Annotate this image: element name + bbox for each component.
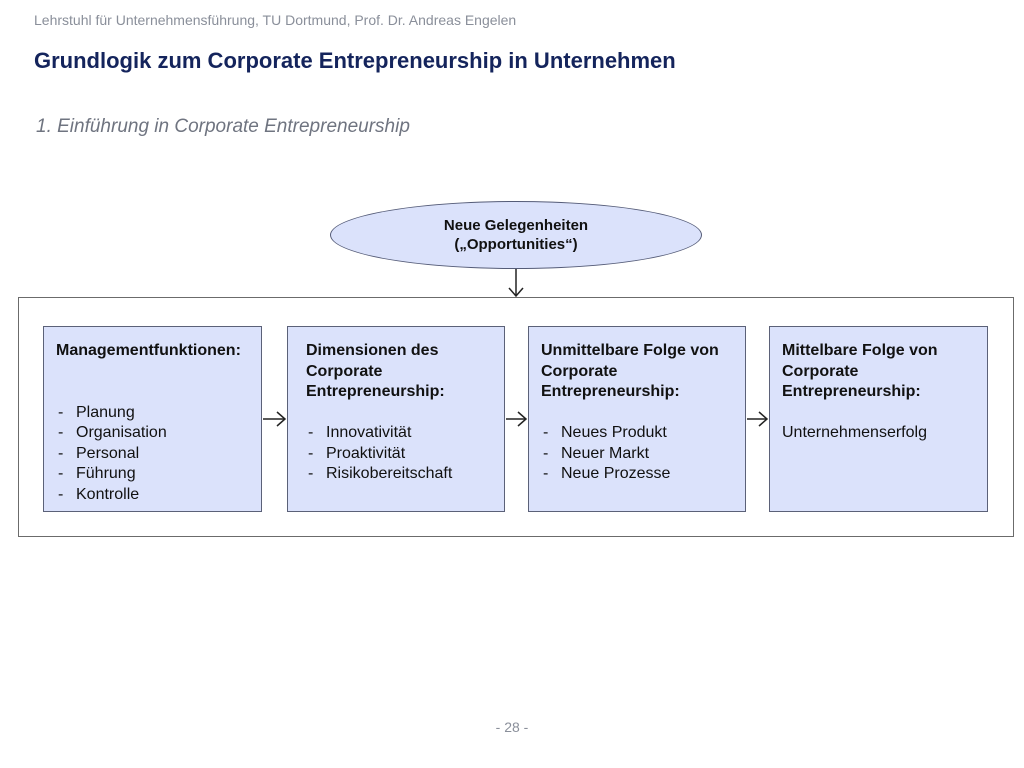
- page-number: - 28 -: [495, 719, 529, 735]
- box-dimensions: Dimensionen des Corporate Entrepreneursh…: [287, 326, 505, 512]
- list-item: Planung: [56, 403, 251, 424]
- box-direct-consequences: Unmittelbare Folge von Corporate Entrepr…: [528, 326, 746, 512]
- box-indirect-consequences: Mittelbare Folge von Corporate Entrepren…: [769, 326, 988, 512]
- box-heading: Entrepreneurship:: [541, 383, 680, 400]
- box-heading: Entrepreneurship:: [782, 383, 921, 400]
- box-heading: Dimensionen des: [306, 342, 439, 359]
- list-item: Proaktivität: [306, 444, 494, 465]
- ellipse-line-2: („Opportunities“): [454, 236, 578, 253]
- list-item: Innovativität: [306, 423, 494, 444]
- list-item: Organisation: [56, 423, 251, 444]
- ellipse-line-1: Neue Gelegenheiten: [443, 217, 589, 234]
- header-institution: Lehrstuhl für Unternehmensführung, TU Do…: [34, 12, 517, 28]
- box-heading: Mittelbare Folge von: [782, 342, 938, 359]
- direct-consequences-list: Neues Produkt Neuer Markt Neue Prozesse: [541, 423, 735, 485]
- box-heading: Corporate: [541, 362, 618, 380]
- list-item: Personal: [56, 444, 251, 465]
- list-item: Führung: [56, 464, 251, 485]
- box-heading: Corporate: [306, 362, 383, 380]
- box-management-functions: Managementfunktionen: Planung Organisati…: [43, 326, 262, 512]
- list-item: Kontrolle: [56, 485, 251, 506]
- slide-title: Grundlogik zum Corporate Entrepreneurshi…: [34, 48, 676, 73]
- box-heading: Entrepreneurship:: [306, 383, 445, 400]
- list-item: Neue Prozesse: [541, 464, 735, 485]
- dimensions-list: Innovativität Proaktivität Risikobereits…: [306, 423, 494, 485]
- opportunities-ellipse: Neue Gelegenheiten („Opportunities“): [330, 201, 702, 269]
- slide-subtitle: 1. Einführung in Corporate Entrepreneurs…: [36, 116, 410, 137]
- list-item: Neues Produkt: [541, 423, 735, 444]
- list-item: Risikobereitschaft: [306, 464, 494, 485]
- list-item: Neuer Markt: [541, 444, 735, 465]
- result-text: Unternehmenserfolg: [782, 424, 927, 441]
- box-heading: Managementfunktionen:: [56, 342, 241, 359]
- management-functions-list: Planung Organisation Personal Führung Ko…: [56, 403, 251, 506]
- box-heading: Unmittelbare Folge von: [541, 342, 719, 359]
- arrow-down-connector: [508, 269, 524, 298]
- box-heading: Corporate: [782, 362, 859, 380]
